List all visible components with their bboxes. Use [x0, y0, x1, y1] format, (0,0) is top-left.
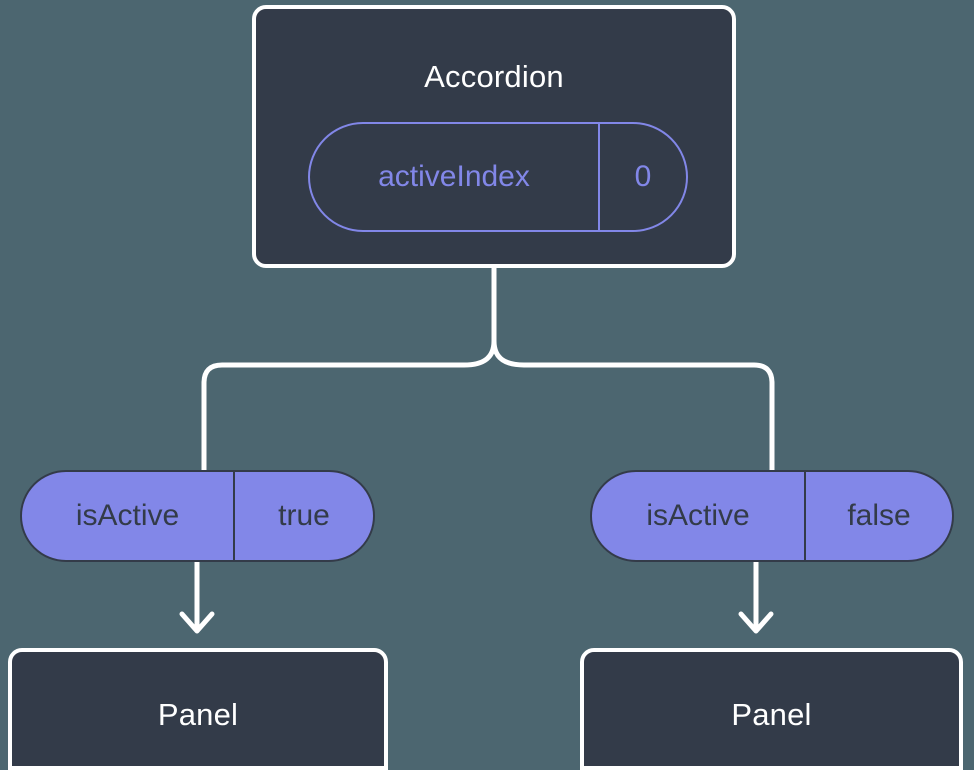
accordion-component-box[interactable]: Accordion activeIndex 0 — [252, 5, 736, 268]
prop-pill-value: false — [847, 499, 911, 532]
panel-title: Panel — [157, 697, 239, 732]
prop-pill-is-active-false[interactable]: isActive false — [590, 470, 954, 562]
arrow-left-head — [179, 611, 215, 634]
prop-pill-value: true — [278, 499, 330, 532]
fork-connector-left — [201, 338, 497, 473]
state-pill-active-index[interactable]: activeIndex 0 — [308, 122, 688, 232]
panel-component-box-left[interactable]: Panel — [8, 648, 388, 770]
prop-pill-is-active-true[interactable]: isActive true — [20, 470, 375, 562]
panel-title: Panel — [731, 697, 812, 732]
fork-connector-right — [491, 338, 775, 473]
panel-component-box-right[interactable]: Panel — [580, 648, 963, 770]
prop-pill-key: isActive — [22, 472, 235, 560]
accordion-title: Accordion — [424, 59, 564, 94]
state-pill-key: activeIndex — [310, 124, 600, 230]
arrow-right-head — [738, 611, 774, 634]
state-pill-value: 0 — [634, 160, 652, 193]
prop-pill-key: isActive — [592, 472, 806, 560]
